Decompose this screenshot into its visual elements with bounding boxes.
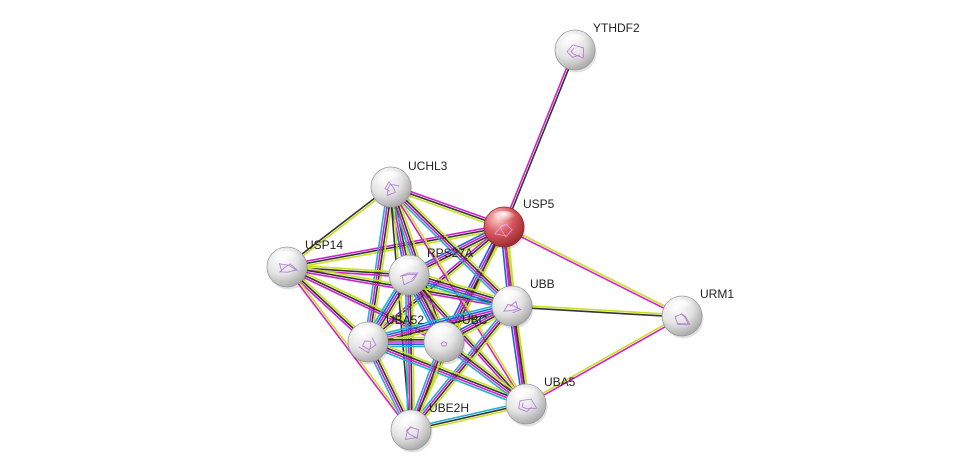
edge-evidence-line <box>411 274 416 430</box>
node-label: UCHL3 <box>408 159 448 173</box>
node-label: RPS27A <box>427 246 473 260</box>
edge-evidence-line <box>368 338 528 402</box>
edge-evidence-line <box>368 340 527 404</box>
protein-structure-icon <box>399 272 419 286</box>
edge-evidence-line <box>511 306 682 318</box>
edge-rps27a-ube2h[interactable] <box>404 274 416 431</box>
node-ythdf2[interactable]: YTHDF2 <box>554 21 640 73</box>
edge-evidence-line <box>526 316 683 406</box>
protein-structure-icon <box>566 44 585 59</box>
node-ubc[interactable]: UBC <box>423 313 488 365</box>
edge-evidence-line <box>404 275 409 431</box>
edge-usp5-urm1[interactable] <box>503 225 683 318</box>
node-highlight <box>500 290 524 304</box>
edge-evidence-line <box>512 304 683 316</box>
edge-evidence-line <box>388 188 511 309</box>
node-label: USP14 <box>305 238 343 252</box>
edge-evidence-line <box>411 306 514 432</box>
edge-evidence-line <box>287 187 393 269</box>
edge-evidence-line <box>363 186 389 342</box>
edge-evidence-line <box>407 275 411 431</box>
node-label: UBB <box>530 277 555 291</box>
edge-evidence-line <box>504 50 577 228</box>
node-highlight <box>432 326 456 340</box>
node-label: URM1 <box>700 287 734 301</box>
node-highlight <box>514 388 538 402</box>
protein-structure-icon <box>493 223 513 238</box>
node-highlight <box>399 414 423 428</box>
node-usp14[interactable]: USP14 <box>266 238 343 290</box>
node-label: UBE2H <box>429 401 469 415</box>
node-label: USP5 <box>523 197 555 211</box>
edge-evidence-line <box>367 226 505 343</box>
node-ube2h[interactable]: UBE2H <box>390 401 469 453</box>
edge-uchl3-usp14[interactable] <box>285 185 393 269</box>
edge-evidence-line <box>287 228 505 270</box>
edge-uba5-urm1[interactable] <box>525 314 683 406</box>
edge-evidence-line <box>287 264 410 274</box>
node-highlight <box>379 171 403 185</box>
node-urm1[interactable]: URM1 <box>661 287 734 339</box>
node-highlight <box>397 259 421 273</box>
edge-evidence-line <box>285 267 411 432</box>
edge-evidence-line <box>408 274 527 405</box>
edge-evidence-line <box>367 303 512 341</box>
node-label: UBA5 <box>544 375 576 389</box>
node-highlight <box>670 300 694 314</box>
edge-evidence-line <box>391 185 514 306</box>
protein-structure-icon <box>404 426 420 441</box>
edge-uchl3-uba52[interactable] <box>363 186 396 343</box>
node-label: UBC <box>462 313 488 327</box>
protein-structure-icon <box>384 181 400 197</box>
edge-evidence-line <box>366 186 391 342</box>
protein-structure-icon <box>440 341 448 347</box>
edge-evidence-line <box>366 300 512 339</box>
protein-structure-icon <box>358 337 377 354</box>
edge-evidence-line <box>525 314 682 404</box>
edge-evidence-line <box>412 307 516 433</box>
protein-structure-icon <box>503 300 522 314</box>
edge-uchl3-ubb[interactable] <box>388 184 515 309</box>
edge-evidence-line <box>370 187 396 343</box>
edge-layer <box>284 49 683 433</box>
edge-usp5-ythdf2[interactable] <box>502 49 577 228</box>
edge-evidence-line <box>392 184 515 305</box>
edge-ubb-ube2h[interactable] <box>407 303 516 433</box>
node-usp5[interactable]: USP5 <box>483 197 555 250</box>
node-label: YTHDF2 <box>593 21 640 35</box>
edge-evidence-line <box>368 187 393 343</box>
node-highlight <box>492 211 516 225</box>
edge-evidence-line <box>409 304 512 430</box>
edge-evidence-line <box>503 227 682 318</box>
node-uba5[interactable]: UBA5 <box>505 375 576 427</box>
protein-structure-icon <box>674 312 691 325</box>
node-uba52[interactable]: UBA52 <box>347 313 424 365</box>
edge-evidence-line <box>389 187 512 308</box>
edge-evidence-line <box>407 303 511 429</box>
edge-evidence-line <box>285 185 391 267</box>
node-highlight <box>275 251 299 265</box>
node-label: UBA52 <box>386 313 424 327</box>
edge-evidence-line <box>502 49 575 227</box>
node-uchl3[interactable]: UCHL3 <box>370 159 448 210</box>
edge-evidence-line <box>367 342 526 406</box>
edge-ubb-urm1[interactable] <box>511 304 683 318</box>
edge-evidence-line <box>410 272 529 404</box>
node-highlight <box>356 326 380 340</box>
edge-evidence-line <box>504 225 683 316</box>
edge-uba52-uba5[interactable] <box>366 338 528 408</box>
edge-evidence-line <box>409 274 413 430</box>
edge-evidence-line <box>366 344 526 408</box>
node-highlight <box>563 34 587 48</box>
node-ubb[interactable]: UBB <box>491 277 555 329</box>
node-rps27a[interactable]: RPS27A <box>388 246 473 298</box>
